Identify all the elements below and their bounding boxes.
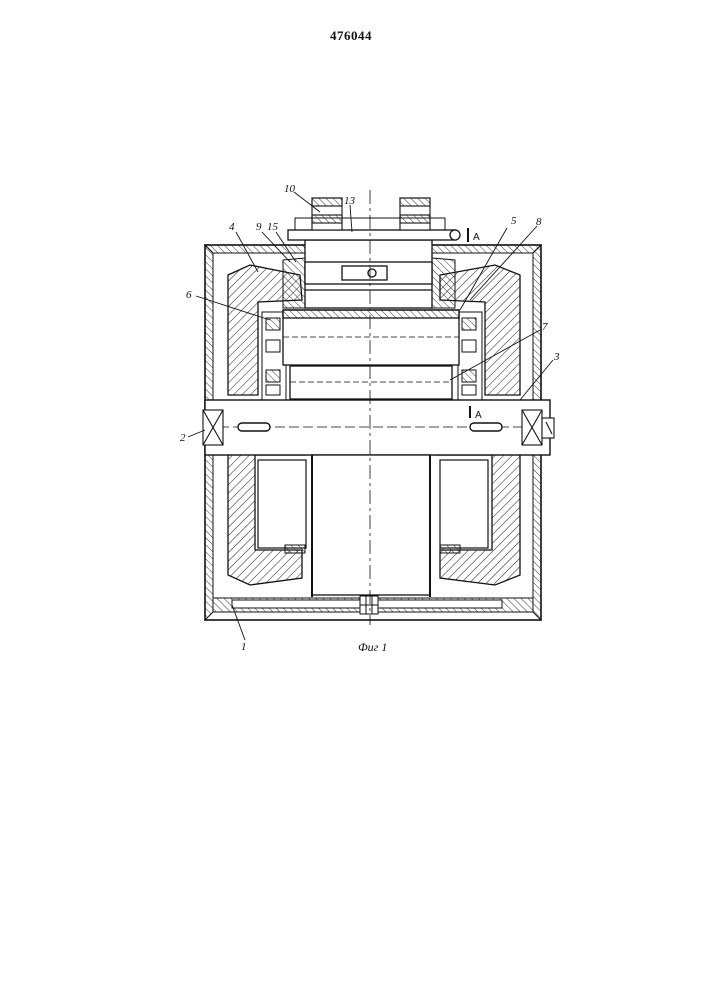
left-shaft-bearing: [203, 410, 223, 445]
callout-10: 10: [284, 183, 296, 195]
left-top-gear: [312, 198, 342, 230]
callout-8: 8: [536, 216, 542, 228]
top-rod: [288, 230, 460, 240]
svg-text:A: A: [475, 410, 482, 421]
right-top-gear: [400, 198, 430, 230]
top-yoke-right: [432, 258, 455, 308]
base-plate: [213, 596, 533, 614]
callout-15: 15: [267, 221, 279, 233]
right-bearing-cage: [458, 312, 482, 400]
upper-roll: [283, 310, 459, 365]
left-cavity: [258, 460, 306, 548]
left-keyway: [238, 423, 270, 431]
main-shaft: [205, 400, 550, 455]
shaft-end-cap: [542, 418, 554, 438]
callout-4: 4: [229, 221, 235, 233]
right-keyway: [470, 423, 502, 431]
left-cavity-seal: [285, 545, 305, 553]
callout-1: 1: [241, 641, 247, 653]
section-mark-top: A: [468, 228, 480, 243]
housing-wall-hatch-top-right: [432, 245, 541, 253]
right-cavity: [440, 460, 488, 548]
callout-2: 2: [180, 432, 186, 444]
callout-6: 6: [186, 289, 192, 301]
callout-5: 5: [511, 215, 517, 227]
svg-text:A: A: [473, 232, 480, 243]
callout-3: 3: [553, 351, 560, 363]
figure-caption: Фиг 1: [358, 640, 387, 654]
callout-13: 13: [344, 195, 356, 207]
top-column: [305, 240, 432, 308]
housing-wall-hatch-top-left: [205, 245, 305, 253]
right-cavity-seal: [440, 545, 460, 553]
callout-7: 7: [542, 321, 548, 333]
right-shaft-bearing: [522, 410, 542, 445]
central-hub: [312, 455, 430, 595]
middle-roll: [290, 366, 452, 399]
top-yoke-left: [283, 258, 305, 308]
callout-9: 9: [256, 221, 262, 233]
